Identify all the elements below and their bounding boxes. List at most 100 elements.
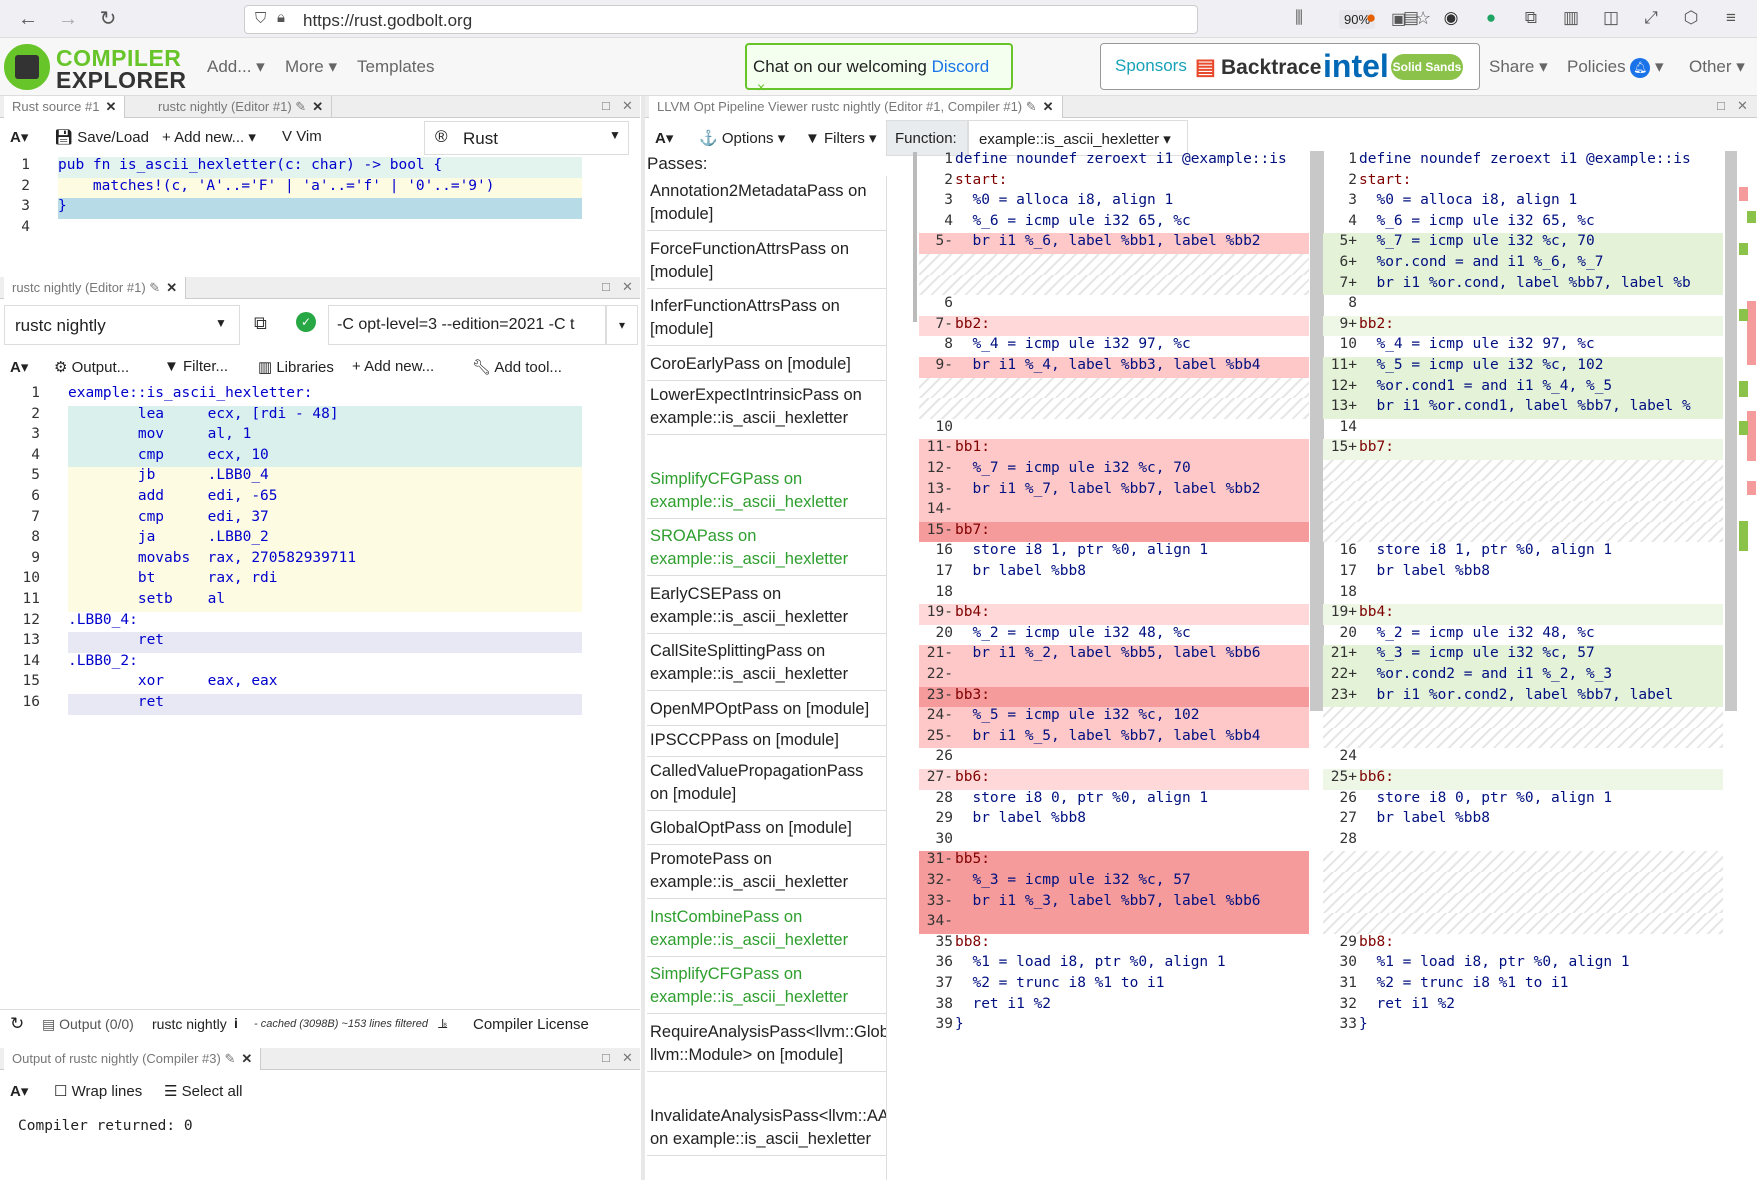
vim-button[interactable]: V Vim (282, 128, 322, 145)
close-icon[interactable]: ✕ (241, 1051, 253, 1066)
font-size-button[interactable]: A▾ (10, 1083, 29, 1100)
pass-item[interactable]: CallSiteSplittingPass on example::is_asc… (647, 636, 886, 691)
menu-add[interactable]: Add... ▾ (207, 57, 265, 76)
pass-item[interactable]: PromotePass on example::is_ascii_hexlett… (647, 844, 886, 899)
pass-item[interactable]: SROAPass on example::is_ascii_hexletter (647, 521, 886, 576)
add-new-button[interactable]: + Add new... (352, 358, 435, 375)
close-pane-icon[interactable]: ✕ (622, 1050, 633, 1065)
hamburger-menu-icon[interactable]: ≡ (1726, 8, 1736, 27)
pass-item[interactable]: GlobalOptPass on [module] (647, 813, 886, 845)
sponsor-intel[interactable]: intel (1323, 48, 1389, 84)
close-pane-icon[interactable]: ✕ (622, 98, 633, 113)
font-size-button[interactable]: A▾ (655, 130, 674, 147)
language-select[interactable]: ® Rust ▼ (424, 121, 629, 155)
expand-icon[interactable]: ⤢ (1644, 8, 1658, 27)
close-icon[interactable]: ✕ (105, 99, 117, 114)
pencil-icon[interactable]: ✎ (295, 99, 307, 114)
maximize-icon[interactable]: □ (602, 279, 610, 294)
add-new-button[interactable]: + Add new... ▾ (162, 129, 256, 146)
pass-item[interactable]: RequireAnalysisPass<llvm::GlobalsAA, llv… (647, 1017, 886, 1072)
tab-rust-source[interactable]: Rust source #1✕ (4, 96, 126, 118)
tab-output[interactable]: Output of rustc nightly (Compiler #3) ✎✕ (4, 1048, 262, 1070)
close-icon[interactable]: ✕ (166, 280, 178, 295)
tab-compiler[interactable]: rustc nightly (Editor #1) ✎✕ (4, 277, 187, 299)
pass-item[interactable]: IPSCCPPass on [module] (647, 725, 886, 757)
sidebar-icon[interactable]: ▥ (1562, 8, 1580, 27)
close-icon[interactable]: ✕ (1042, 99, 1054, 114)
compiler-license-link[interactable]: Compiler License (473, 1016, 589, 1033)
pencil-icon[interactable]: ✎ (224, 1051, 236, 1066)
options-menu-button[interactable]: ⚓ Options ▾ (699, 130, 786, 147)
pass-item[interactable]: ForceFunctionAttrsPass on [module] (647, 234, 886, 289)
info-icon[interactable]: i (234, 1015, 238, 1031)
bookmark-star-icon[interactable]: ☆ (1415, 8, 1432, 28)
diff-before-scrollbar[interactable] (1310, 151, 1324, 711)
save-load-button[interactable]: 💾︎ Save/Load (54, 129, 149, 146)
tab-rustc-editor[interactable]: rustc nightly (Editor #1) ✎✕ (150, 96, 333, 118)
pass-item[interactable]: EarlyCSEPass on example::is_ascii_hexlet… (647, 579, 886, 634)
add-tool-button[interactable]: 🔧︎ Add tool... (472, 359, 562, 376)
screenshot-icon[interactable]: ⧉ (1524, 8, 1538, 27)
reader-icon[interactable]: ▣ (1391, 11, 1407, 28)
zoom-level[interactable]: 90% (1339, 10, 1376, 29)
menu-more[interactable]: More ▾ (285, 57, 337, 76)
sponsors-box[interactable]: Sponsors ▤ Backtrace intel Solid Sands (1100, 43, 1480, 90)
compiler-options-input[interactable]: -C opt-level=3 --edition=2021 -C t (328, 305, 606, 345)
url-bar[interactable]: ⛉ 🔒︎ https://rust.godbolt.org 90% ▣ ☆ (244, 5, 1431, 34)
close-pane-icon[interactable]: ✕ (622, 279, 633, 294)
extension-o-icon[interactable]: ◉ (1443, 8, 1459, 27)
pass-item[interactable]: CoroEarlyPass on [module] (647, 349, 886, 381)
pass-item[interactable]: OpenMPOptPass on [module] (647, 694, 886, 726)
refresh-icon[interactable]: ↻ (10, 1014, 25, 1033)
pass-item[interactable]: InvalidateAnalysisPass<llvm::AAManager> … (647, 1101, 886, 1156)
grammarly-icon[interactable]: ● (1485, 8, 1497, 27)
container-icon[interactable]: ▤ (1402, 8, 1420, 27)
chart-icon[interactable]: ⫡ (438, 1015, 448, 1031)
options-dropdown-icon[interactable]: ▾ (606, 305, 638, 345)
pass-item[interactable]: SimplifyCFGPass on example::is_ascii_hex… (647, 464, 886, 519)
maximize-icon[interactable]: □ (602, 98, 610, 113)
font-size-button[interactable]: A▾ (10, 129, 29, 146)
pass-item[interactable]: LowerExpectIntrinsicPass on example::is_… (647, 380, 886, 435)
library-icon[interactable]: ⫼ (1295, 8, 1303, 27)
compiler-explorer-logo[interactable]: COMPILER EXPLORER (4, 44, 186, 93)
reload-icon[interactable]: ↻ (99, 8, 117, 30)
close-pane-icon[interactable]: ✕ (1737, 98, 1748, 113)
back-icon[interactable]: ← (18, 8, 38, 30)
pass-item[interactable]: InstCombinePass on example::is_ascii_hex… (647, 902, 886, 957)
pencil-icon[interactable]: ✎ (1025, 99, 1037, 114)
sponsor-backtrace[interactable]: Backtrace (1221, 56, 1322, 79)
output-count[interactable]: ▤ Output (0/0) (42, 1016, 134, 1032)
pass-item[interactable]: CalledValuePropagationPass on [module] (647, 756, 886, 811)
tab-opt-pipeline[interactable]: LLVM Opt Pipeline Viewer rustc nightly (… (649, 96, 1063, 118)
select-all-button[interactable]: ☰ Select all (164, 1083, 243, 1100)
diff-minimap[interactable] (1737, 151, 1757, 751)
filter-menu-button[interactable]: ▼ Filter... (164, 358, 229, 375)
diff-after-scrollbar[interactable] (1725, 151, 1737, 711)
maximize-icon[interactable]: □ (602, 1050, 610, 1065)
passes-list[interactable]: Annotation2MetadataPass on [module]Force… (647, 176, 887, 1180)
close-icon[interactable]: ✕ (312, 99, 324, 114)
maximize-icon[interactable]: □ (1717, 98, 1725, 113)
pencil-icon[interactable]: ✎ (149, 280, 161, 295)
menu-share[interactable]: Share ▾ (1489, 57, 1548, 76)
compiler-select[interactable]: rustc nightly ▼ (4, 305, 240, 345)
wrap-lines-checkbox[interactable]: ☐ Wrap lines (54, 1083, 143, 1100)
function-select[interactable]: example::is_ascii_hexletter ▾ (968, 120, 1188, 156)
menu-other[interactable]: Other ▾ (1689, 57, 1745, 76)
output-menu-button[interactable]: ⚙ Output... (54, 359, 130, 376)
split-icon[interactable]: ◫ (1602, 8, 1620, 27)
popout-icon[interactable]: ⧉ (254, 313, 267, 333)
discord-close-icon[interactable]: × (757, 79, 766, 95)
firefox-icon[interactable]: ● (1365, 8, 1377, 27)
pass-item[interactable]: Annotation2MetadataPass on [module] (647, 176, 886, 231)
puzzle-icon[interactable]: ⬡ (1683, 8, 1699, 27)
menu-templates[interactable]: Templates (357, 57, 435, 76)
font-size-button[interactable]: A▾ (10, 359, 29, 376)
menu-policies[interactable]: Policies 🔔︎ ▾ (1567, 57, 1664, 78)
forward-icon[interactable]: → (58, 8, 78, 30)
filters-menu-button[interactable]: ▼ Filters ▾ (805, 130, 877, 147)
libraries-button[interactable]: ▥ Libraries (258, 359, 334, 376)
